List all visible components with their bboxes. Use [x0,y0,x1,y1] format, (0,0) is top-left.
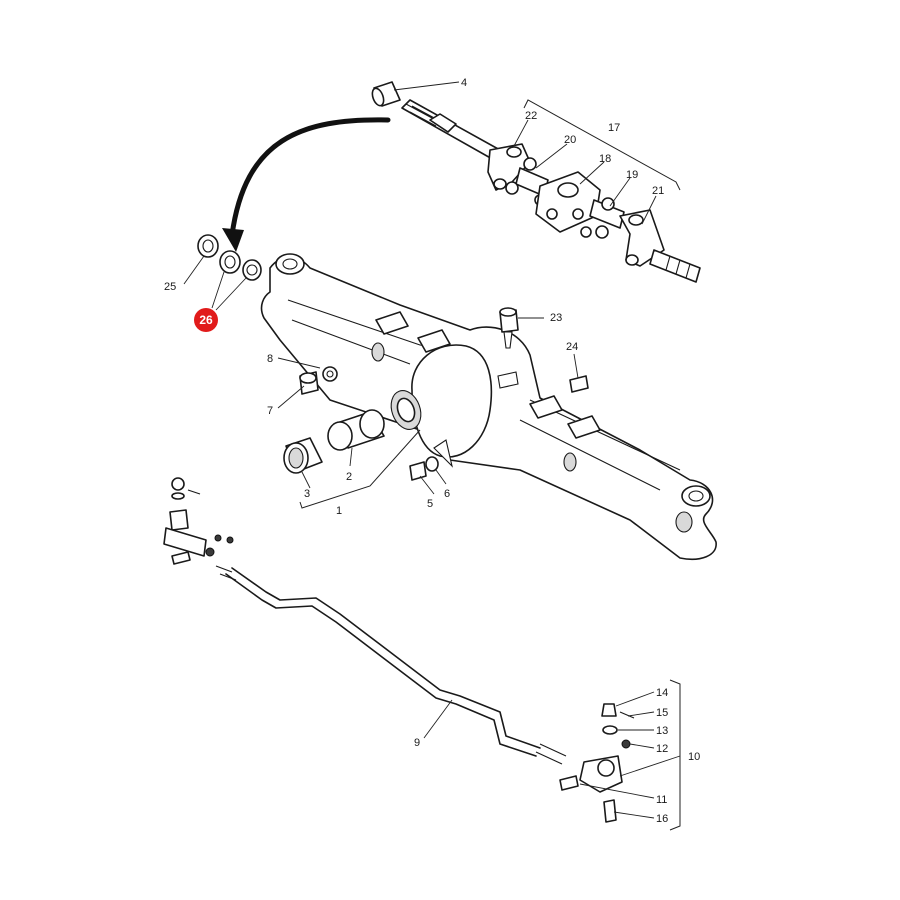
callout-26: 26 [199,313,213,327]
coupling-part-18 [535,171,601,233]
tie-rod-end-left [163,477,234,565]
highlight-badge [194,308,218,332]
bolt-part-5 [409,461,427,481]
callout-22: 22 [525,110,537,122]
breather-part-23 [499,307,519,349]
callout-4: 4 [461,77,467,89]
tie-rod-end-right [559,703,635,823]
callout-13: 13 [656,725,668,737]
spider-cross-part-19 [580,197,625,239]
drive-shaft-assembly [371,81,701,283]
callout-9: 9 [414,737,420,749]
callout-3: 3 [304,488,310,500]
callout-11: 11 [656,794,667,806]
bushing-part-4 [371,81,401,107]
callout-1: 1 [336,505,342,517]
callout-16: 16 [656,813,668,825]
callout-24: 24 [566,341,578,353]
seal-part-26b [242,259,262,281]
plug-part-7 [299,371,319,395]
callout-6: 6 [444,488,450,500]
yoke-part-21 [619,209,701,283]
plug-part-24 [569,375,589,393]
leader-lines [183,81,681,819]
callout-7: 7 [267,405,273,417]
callout-18: 18 [599,153,611,165]
yoke-part-22 [487,143,531,191]
callout-25: 25 [164,281,176,293]
callout-8: 8 [267,353,273,365]
callout-19: 19 [626,169,638,181]
callout-10: 10 [688,751,700,763]
seal-part-25 [197,234,219,258]
callout-17: 17 [608,122,620,134]
tie-rod-part-9 [215,565,567,765]
bracket-group-17 [523,99,681,191]
callout-2: 2 [346,471,352,483]
callout-20: 20 [564,134,576,146]
washer-part-8 [322,366,338,382]
callout-labels: 1 2 3 4 5 6 7 8 9 10 11 12 13 14 15 16 1… [164,77,700,825]
direction-arrow [222,117,391,252]
callout-15: 15 [656,707,668,719]
bracket-group-10 [669,679,681,831]
callout-21: 21 [652,185,664,197]
washer-part-6 [425,456,439,472]
axle-housing-part-1 [260,253,717,560]
bushing-part-3 [283,437,323,474]
bracket-group-1 [299,429,421,509]
callout-12: 12 [656,743,668,755]
callout-14: 14 [656,687,668,699]
bushing-part-2 [327,409,385,451]
callout-23: 23 [550,312,562,324]
highlight-callout-26: 26 [194,308,218,332]
seal-part-26a [219,250,241,274]
splined-input-shaft [401,99,501,161]
callout-5: 5 [427,498,433,510]
